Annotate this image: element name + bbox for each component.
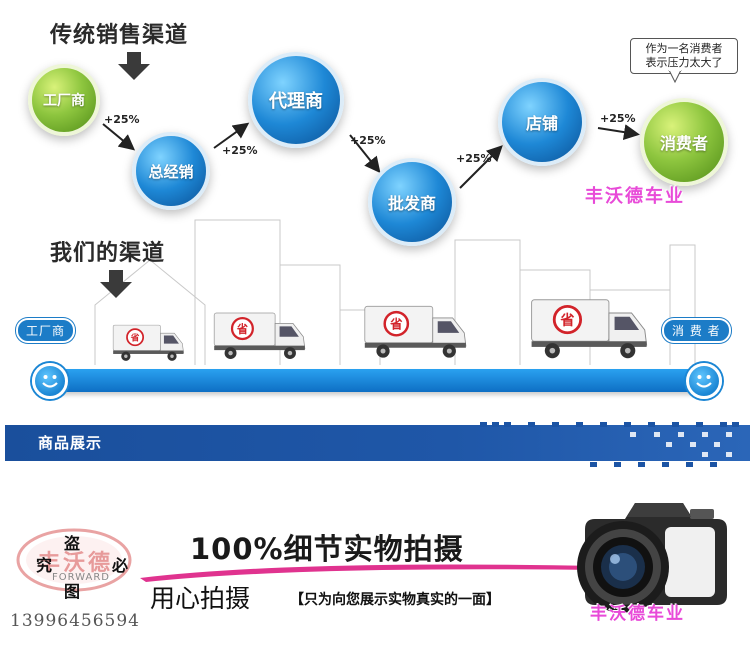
direct-channel-bar [40, 369, 710, 392]
node-label: 店铺 [525, 114, 558, 133]
node-consumer: 消费者 [640, 98, 728, 186]
detail-note: 【只为向您展示实物真实的一面】 [290, 592, 500, 608]
node-factory: 工厂商 [28, 64, 100, 136]
node-agent: 代理商 [248, 52, 344, 148]
truck-icon: 省 [364, 305, 467, 358]
tag-consumer: 消 费 者 [662, 318, 731, 343]
truck-emblem: 省 [389, 317, 403, 332]
seal-char: 图 [64, 582, 81, 601]
smiley-icon [32, 363, 68, 399]
truck-icon: 省 [531, 299, 648, 359]
brand-watermark: 丰沃德车业 [585, 186, 685, 207]
node-label: 工厂商 [43, 93, 85, 109]
node-general-distributor: 总经销 [132, 132, 210, 210]
headline-swoosh [140, 564, 600, 582]
chain-arrows [102, 122, 640, 189]
node-label: 消费者 [659, 134, 708, 153]
node-label: 总经销 [148, 162, 194, 181]
down-arrow-icon [118, 52, 150, 80]
brand-watermark: 丰沃德车业 [590, 604, 685, 624]
seal-char: 盗 [64, 534, 81, 553]
markup-label: +25% [600, 112, 636, 125]
node-label: 代理商 [269, 91, 323, 112]
bubble-line: 作为一名消费者 [645, 42, 723, 55]
truck-emblem: 省 [130, 332, 140, 344]
markup-label: +25% [222, 144, 258, 157]
markup-label: +25% [350, 134, 386, 147]
down-arrow-icon [100, 270, 132, 298]
node-label: 批发商 [387, 194, 436, 213]
detail-subline: 用心拍摄 [150, 584, 251, 613]
seal-brand-cn: 丰沃德 [38, 551, 114, 576]
camera-icon [577, 503, 727, 613]
truck-emblem: 省 [236, 322, 248, 336]
tag-factory: 工厂商 [16, 318, 76, 343]
node-wholesaler: 批发商 [368, 158, 456, 246]
smiley-icon [686, 363, 722, 399]
markup-label: +25% [456, 152, 492, 165]
contact-phone: 13996456594 [10, 611, 140, 631]
seal-brand-en: FORWARD [52, 572, 110, 583]
consumer-speech-bubble: 作为一名消费者 表示压力太大了 [630, 38, 738, 74]
bubble-line: 表示压力太大了 [645, 56, 723, 69]
truck-icon: 省 [112, 324, 184, 361]
bubble-tail [668, 70, 682, 84]
heading-traditional-channel: 传统销售渠道 [50, 23, 189, 48]
heading-our-channel: 我们的渠道 [50, 241, 166, 266]
seal-char: 必 [112, 556, 129, 575]
product-display-banner [5, 425, 750, 461]
truck-emblem: 省 [559, 312, 574, 329]
node-store: 店铺 [498, 78, 586, 166]
detail-headline: 100%细节实物拍摄 [190, 532, 464, 566]
banner-pixel-pattern [480, 422, 739, 467]
seal-char: 究 [36, 556, 53, 575]
truck-icon: 省 [213, 312, 306, 360]
banner-title: 商品展示 [38, 434, 103, 452]
brand-seal-logo [16, 528, 132, 592]
markup-label: +25% [104, 113, 140, 126]
